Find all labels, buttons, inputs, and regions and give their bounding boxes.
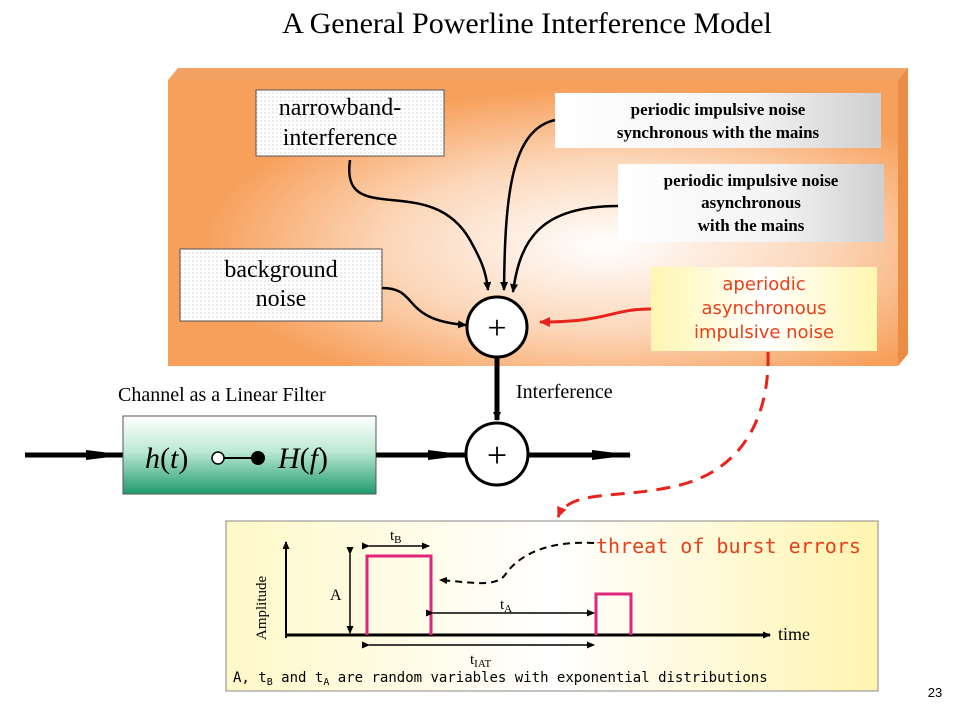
periodic-synchronous-box: periodic impulsive noise synchronous wit…	[555, 93, 881, 148]
transform-filled-circle	[251, 451, 265, 465]
background-label-line2: noise	[256, 286, 307, 312]
arrival-gap-label: tA	[500, 597, 512, 615]
amplitude-axis-label: Amplitude	[254, 575, 270, 640]
transfer-function-label: H(f)	[277, 442, 328, 475]
interarrival-label: tIAT	[470, 652, 492, 670]
channel-caption: Channel as a Linear Filter	[118, 384, 326, 406]
interference-sum-node: +	[465, 295, 529, 359]
aperiodic-line2: asynchronous	[702, 298, 827, 319]
aperiodic-impulsive-box: aperiodic asynchronous impulsive noise	[651, 267, 877, 351]
burst-link-arrow	[556, 351, 770, 518]
periodic-sync-line1: periodic impulsive noise	[631, 100, 806, 119]
narrowband-label-line2: interference	[283, 125, 398, 151]
threat-label: threat of burst errors	[596, 534, 861, 558]
time-axis-label: time	[778, 624, 810, 644]
arrow-periodic-async	[510, 204, 619, 293]
impulse-response-label: h(t)	[145, 442, 188, 475]
narrowband-label-line1: narrowband-	[279, 95, 402, 121]
inset-caption: A, tB and tA are random variables with e…	[233, 670, 768, 688]
periodic-async-line3: with the mains	[698, 216, 805, 235]
transform-open-circle	[211, 451, 225, 465]
background-noise-box: background noise	[179, 248, 383, 322]
periodic-async-line2: asynchronous	[701, 193, 801, 212]
background-label-line1: background	[224, 257, 337, 283]
periodic-async-line1: periodic impulsive noise	[664, 171, 839, 190]
sum-symbol-upper: +	[487, 310, 506, 347]
interference-label: Interference	[516, 381, 613, 403]
amplitude-symbol: A	[330, 587, 342, 604]
periodic-sync-line2: synchronous with the mains	[617, 123, 820, 142]
aperiodic-line1: aperiodic	[722, 274, 805, 295]
sum-symbol-lower: +	[487, 435, 507, 475]
linear-filter-box: h(t) H(f)	[122, 415, 377, 495]
output-sum-node: +	[464, 421, 530, 487]
arrow-background	[381, 286, 467, 329]
burst-timing-inset: threat of burst errors Amplitude time A …	[225, 520, 879, 692]
burst-pulse-1	[365, 554, 433, 635]
source-arrows	[347, 118, 619, 329]
arrow-periodic-sync	[500, 118, 556, 291]
page-number: 23	[928, 685, 942, 700]
periodic-asynchronous-box: periodic impulsive noise asynchronous wi…	[618, 164, 884, 242]
burst-duration-label: tB	[390, 528, 402, 546]
threat-arrow	[439, 541, 595, 585]
arrow-aperiodic	[539, 307, 652, 327]
burst-pulse-2	[594, 592, 633, 635]
arrow-narrowband	[347, 159, 492, 291]
narrowband-interference-box: narrowband- interference	[255, 89, 445, 157]
page-title: A General Powerline Interference Model	[282, 7, 772, 40]
aperiodic-line3: impulsive noise	[694, 322, 834, 343]
